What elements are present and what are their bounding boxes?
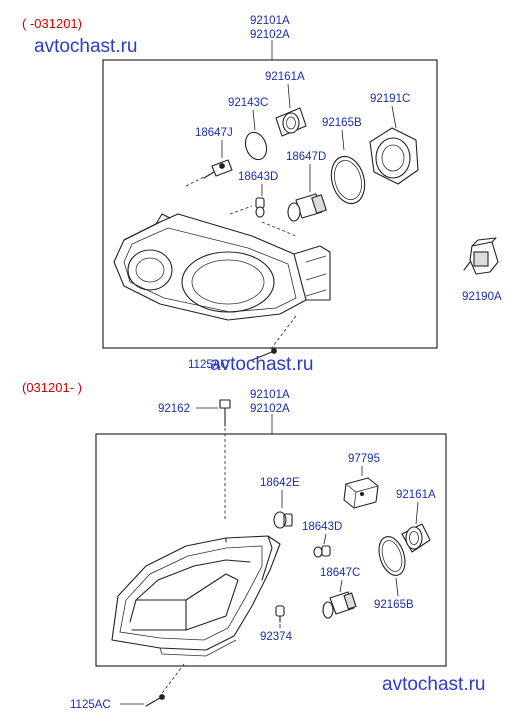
ring-part-top: [244, 131, 268, 161]
label-bottom-socket-a: 92161A: [396, 489, 436, 501]
screw-part-bottom: [145, 694, 165, 707]
label-top-actuator-a: 92190A: [462, 291, 502, 303]
label-top-bulb-small-d: 18643D: [238, 171, 278, 183]
label-bottom-screw: 1125AC: [70, 699, 111, 711]
grommet-part-bottom: [275, 605, 285, 623]
cover-part-top: [369, 127, 419, 185]
section-range-bottom: (031201- ): [22, 380, 82, 395]
label-top-cover-c: 92191C: [370, 93, 410, 105]
bulb-d-part-top: [287, 193, 327, 222]
label-bottom-relay: 97795: [348, 453, 380, 465]
bolt-part-bottom: [219, 399, 231, 427]
label-bottom-bulb-small-d: 18643D: [302, 521, 342, 533]
label-bottom-assembly-a: 92101A: [250, 389, 290, 401]
watermark-bottom-right: avtochast.ru: [382, 674, 486, 695]
label-top-socket-a: 92161A: [265, 71, 305, 83]
bulb-small-part-bottom: [313, 545, 331, 558]
frame-top: [102, 59, 438, 349]
headlamp-housing-bottom: [111, 535, 281, 657]
seal-part-bottom: [378, 536, 406, 576]
label-top-assembly-a: 92101A: [250, 15, 290, 27]
label-top-ring-c: 92143C: [228, 97, 268, 109]
label-top-screw: 1125AC: [188, 359, 229, 371]
screw-part-top: [251, 348, 277, 361]
bulb-j-part-top: [203, 159, 233, 179]
label-bottom-grommet: 92374: [260, 631, 293, 643]
bulb-small-part-top: [255, 197, 265, 218]
watermark-top-left: avtochast.ru: [34, 36, 138, 57]
socket-part-top: [275, 107, 307, 137]
label-top-assembly-b: 92102A: [250, 29, 290, 41]
label-bottom-assembly-b: 92102A: [250, 403, 290, 415]
bulb-e-part-bottom: [273, 511, 293, 529]
label-top-seal-b: 92165B: [322, 117, 362, 129]
label-bottom-bulb-e: 18642E: [260, 477, 300, 489]
relay-part-bottom: [343, 477, 379, 509]
label-top-bulb-d: 18647D: [286, 151, 326, 163]
headlamp-housing-top: [113, 213, 331, 321]
label-bottom-bulb-c: 18647C: [320, 567, 360, 579]
label-top-clip-j: 18647J: [195, 127, 233, 139]
label-bottom-seal-b: 92165B: [374, 599, 414, 611]
socket-part-bottom: [401, 523, 431, 553]
seal-part-top: [330, 155, 366, 205]
section-range-top: ( -031201): [22, 16, 82, 31]
actuator-part-top: [463, 237, 499, 275]
watermark-middle: avtochast.ru: [210, 354, 314, 375]
frame-bottom: [95, 433, 447, 667]
label-bottom-bolt: 92162: [158, 403, 190, 415]
bulb-c-part-bottom: [322, 591, 357, 619]
